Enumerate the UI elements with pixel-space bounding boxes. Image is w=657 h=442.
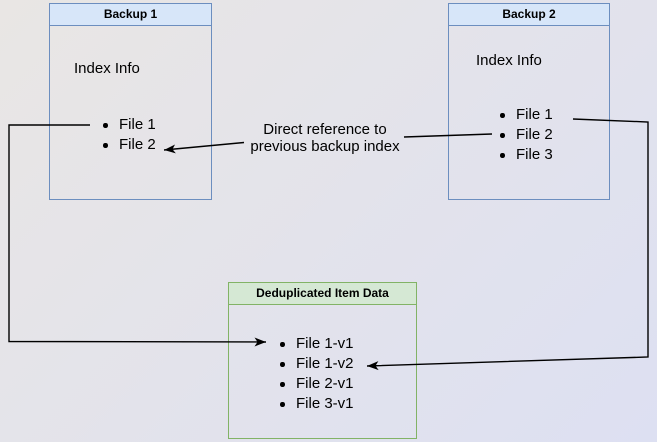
backup2-title: Backup 2 (449, 4, 609, 26)
backup2-index-info-label: Index Info (476, 52, 542, 69)
backup2-box: Backup 2 Index Info File 1 File 2 File 3 (448, 3, 610, 200)
list-item: File 2 (500, 125, 553, 145)
list-item: File 1 (103, 115, 156, 135)
list-item: File 2-v1 (280, 374, 354, 394)
list-item: File 3 (500, 145, 553, 165)
backup1-index-info-label: Index Info (74, 60, 140, 77)
backup1-title: Backup 1 (50, 4, 211, 26)
direct-reference-annotation: Direct reference to previous backup inde… (235, 121, 415, 155)
backup1-file-list: File 1 File 2 (103, 115, 156, 155)
backup2-file-list: File 1 File 2 File 3 (500, 105, 553, 165)
dedup-title: Deduplicated Item Data (229, 283, 416, 305)
backup1-box: Backup 1 Index Info File 1 File 2 (49, 3, 212, 200)
dedup-file-list: File 1-v1 File 1-v2 File 2-v1 File 3-v1 (280, 334, 354, 414)
list-item: File 3-v1 (280, 394, 354, 414)
list-item: File 1-v2 (280, 354, 354, 374)
list-item: File 1 (500, 105, 553, 125)
annotation-line-1: Direct reference to (263, 121, 387, 138)
list-item: File 1-v1 (280, 334, 354, 354)
list-item: File 2 (103, 135, 156, 155)
dedup-box: Deduplicated Item Data File 1-v1 File 1-… (228, 282, 417, 439)
annotation-line-2: previous backup index (250, 138, 400, 155)
